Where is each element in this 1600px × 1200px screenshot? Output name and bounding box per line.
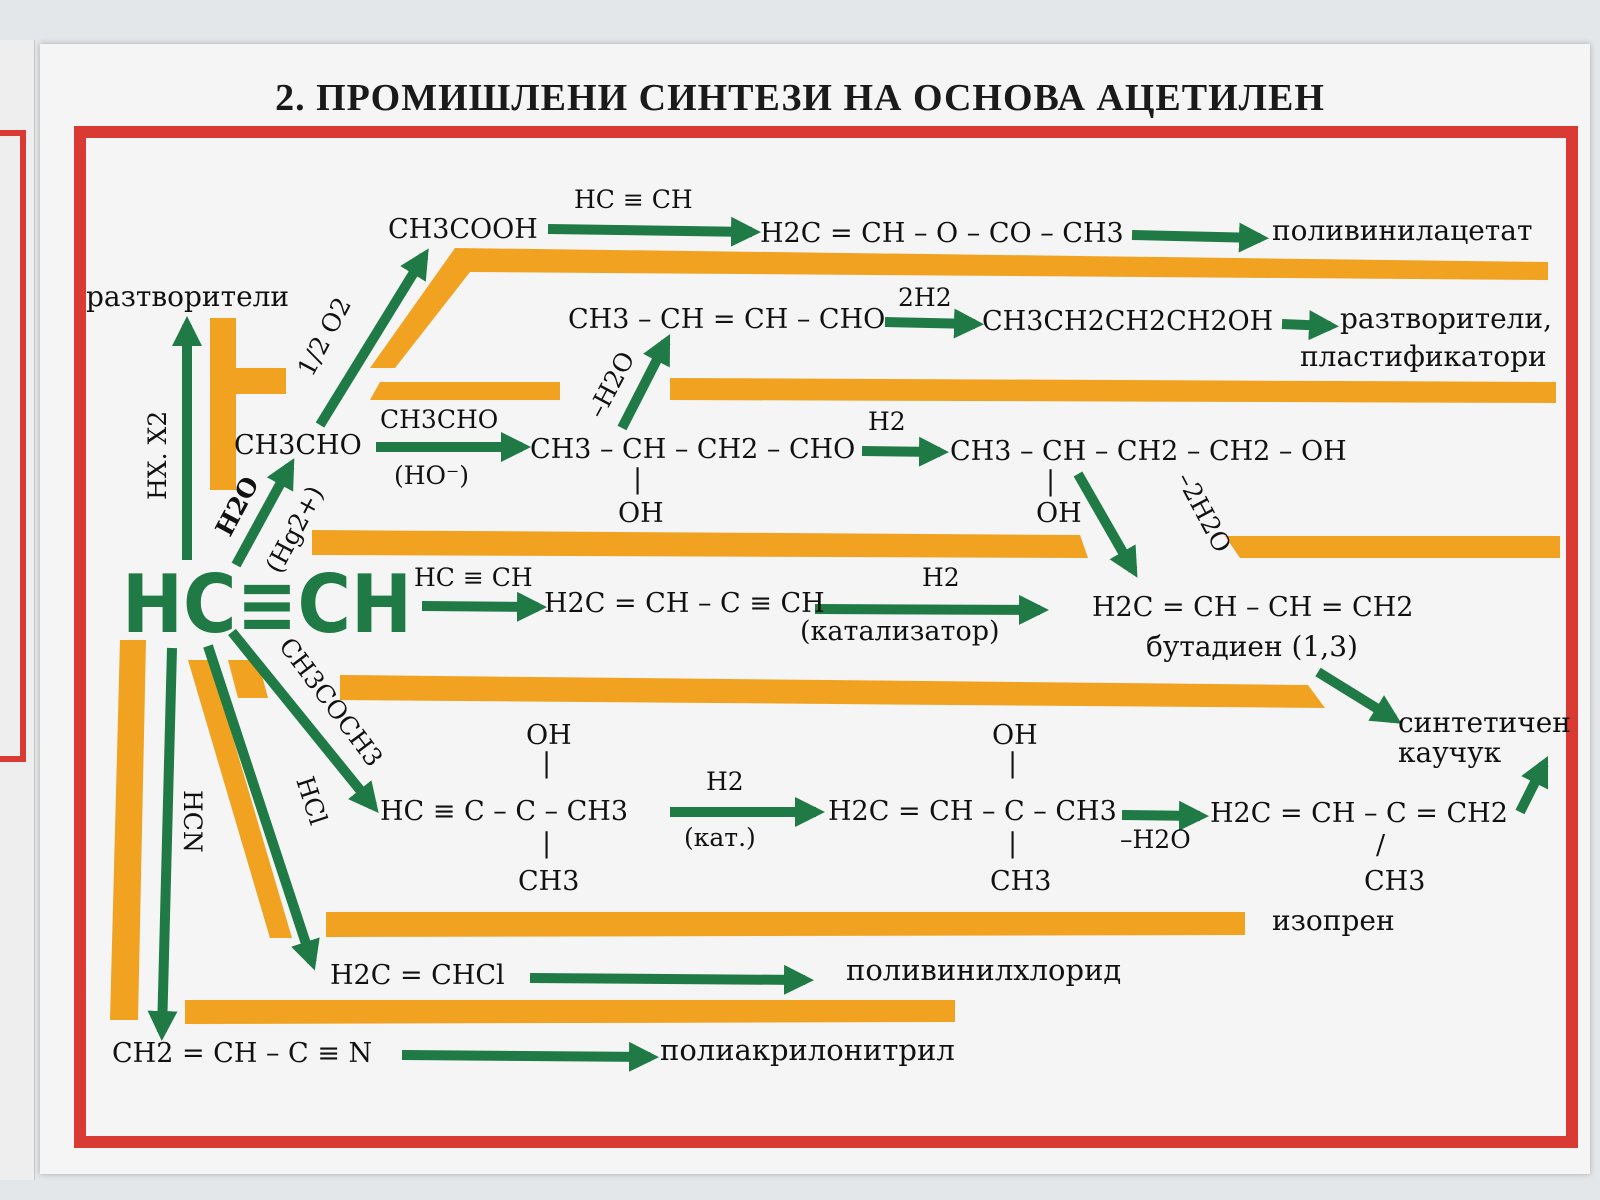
- node-butanediol-oh: OH: [1036, 498, 1082, 529]
- arrow-isoprene-to-rubber: [1515, 755, 1549, 815]
- arrow-crotonal-to-butanol: [884, 308, 984, 339]
- label-ho-minus: (HO⁻): [394, 461, 469, 490]
- node-rubber-2: каучук: [1398, 736, 1502, 769]
- label-h2-c: H2: [706, 767, 744, 796]
- node-methylbutynol-ch3: CH3: [518, 866, 579, 897]
- arrow-acetic-to-vinylacetate: [547, 216, 761, 247]
- acetylene-center: HC≡CH: [122, 558, 412, 651]
- node-polyacrylonitrile: полиакрилонитрил: [660, 1033, 955, 1067]
- arrow-acetylene-to-methylbutynol: [228, 628, 379, 813]
- band-12: [185, 1000, 955, 1024]
- band-7: [340, 675, 1325, 708]
- node-methylbutenol: H2C = CH – C – CH3: [828, 796, 1117, 827]
- band-6: [1225, 536, 1560, 558]
- node-vinylacetylene: H2C = CH – C ≡ CH: [544, 588, 825, 619]
- node-aldol-bond: |: [633, 464, 642, 495]
- arrow-methylbutenol-to-isoprene: [1121, 800, 1209, 831]
- arrow-butadiene-to-rubber: [1315, 667, 1402, 724]
- arrow-vinylchloride-to-pvc: [529, 964, 814, 995]
- band-10: [326, 912, 1245, 937]
- arrow-acrylonitrile-to-pan: [401, 1041, 659, 1072]
- label-hx-x2: HX. X2: [143, 411, 172, 500]
- node-isoprene-bond: /: [1376, 830, 1386, 861]
- node-butadiene: H2C = CH – CH = CH2: [1092, 592, 1413, 623]
- label-h2-a: H2: [868, 407, 906, 436]
- label-kat: (кат.): [684, 823, 756, 852]
- node-isoprene-formula: H2C = CH – C = CH2: [1210, 798, 1508, 829]
- node-isoprene-ch3: CH3: [1364, 866, 1425, 897]
- node-solvents: разтворители: [86, 280, 289, 313]
- node-butanediol: CH3 – CH – CH2 – CH2 – OH: [950, 436, 1347, 467]
- node-methylbutynol-oh: OH: [526, 720, 572, 751]
- label-ch3cho-reagent: CH3CHO: [380, 405, 498, 434]
- node-vinyl-acetate: H2C = CH – O – CO – CH3: [760, 218, 1124, 249]
- node-methylbutynol-bond-top: |: [542, 748, 551, 779]
- label-catalyst: (катализатор): [800, 616, 1000, 647]
- arrow-aldol-dehydration: [617, 333, 671, 431]
- adjacent-poster-edge: [0, 40, 35, 1180]
- arrow-butanol-to-solvents: [1281, 310, 1339, 341]
- reaction-arrows: [147, 216, 1549, 1072]
- node-methylbutenol-bond-top: |: [1008, 748, 1017, 779]
- poster-title: 2. ПРОМИШЛЕНИ СИНТЕЗИ НА ОСНОВА АЦЕТИЛЕН: [275, 77, 1325, 119]
- arrow-vinylacetylene-to-butadiene: [814, 594, 1049, 625]
- arrow-aldol-to-butanediol: [861, 436, 949, 467]
- label-hc-ch-top: HC ≡ CH: [574, 185, 693, 214]
- node-methylbutenol-ch3: CH3: [990, 866, 1051, 897]
- arrow-acetylene-to-vinylacetylene: [421, 591, 547, 622]
- arrow-acetylene-to-acrylonitrile: [147, 647, 178, 1041]
- node-methylbutenol-oh: OH: [992, 720, 1038, 751]
- band-5: [312, 530, 1088, 558]
- arrow-acetylene-to-vinylchloride: [203, 644, 320, 971]
- node-aldol: CH3 – CH – CH2 – CHO: [530, 434, 855, 465]
- band-4: [370, 382, 560, 400]
- label-2h2: 2H2: [898, 283, 952, 312]
- node-methylbutenol-bond-bottom: |: [1008, 828, 1017, 859]
- node-acetaldehyde: CH3CHO: [234, 430, 362, 461]
- label-h2-b: H2: [922, 563, 960, 592]
- node-butadiene-name: бутадиен (1,3): [1146, 630, 1358, 663]
- node-butanediol-bond: |: [1046, 466, 1055, 497]
- arrow-vinylacetate-to-polymer: [1131, 222, 1269, 253]
- arrow-acetylene-to-acetaldehyde: [231, 458, 295, 568]
- node-pvc: поливинилхлорид: [846, 953, 1121, 987]
- node-vinyl-chloride: H2C = CHCl: [330, 960, 505, 991]
- node-acetic-acid: CH3COOH: [388, 214, 538, 245]
- node-crotonaldehyde: CH3 – CH = CH – CHO: [568, 304, 885, 335]
- label-hcn: HCN: [178, 790, 207, 853]
- band-11: [110, 640, 146, 1020]
- node-solvents-plasticizers-2: пластификатори: [1300, 340, 1547, 373]
- red-frame: [74, 126, 1578, 1148]
- node-acrylonitrile: CH2 = CH – C ≡ N: [112, 1038, 372, 1069]
- band-1: [370, 248, 1548, 368]
- node-aldol-oh: OH: [618, 498, 664, 529]
- label-hcl: HCl: [290, 773, 333, 829]
- node-solvents-plasticizers-1: разтворители,: [1340, 302, 1552, 335]
- node-methylbutynol: HC ≡ C – C – CH3: [380, 796, 628, 827]
- band-2: [670, 378, 1556, 403]
- separator-bands: [110, 248, 1560, 1024]
- label-half-o2: 1/2 O2: [292, 293, 357, 381]
- node-methylbutynol-bond-bottom: |: [542, 828, 551, 859]
- node-polyvinyl-acetate: поливинилацетат: [1272, 214, 1532, 247]
- node-isoprene-name: изопрен: [1272, 904, 1395, 937]
- label-minus-h2o-b: –H2O: [1120, 825, 1191, 854]
- band-9: [188, 660, 292, 938]
- arrow-acetaldehyde-to-acetic: [315, 248, 429, 428]
- node-butanol: CH3CH2CH2CH2OH: [982, 306, 1273, 337]
- node-rubber-1: синтетичен: [1398, 706, 1571, 739]
- band-3: [210, 318, 286, 490]
- label-hc-ch-mid: HC ≡ CH: [414, 563, 533, 592]
- label-minus-2h2o: –2H2O: [1171, 467, 1237, 557]
- arrow-butanediol-to-butadiene: [1073, 471, 1138, 578]
